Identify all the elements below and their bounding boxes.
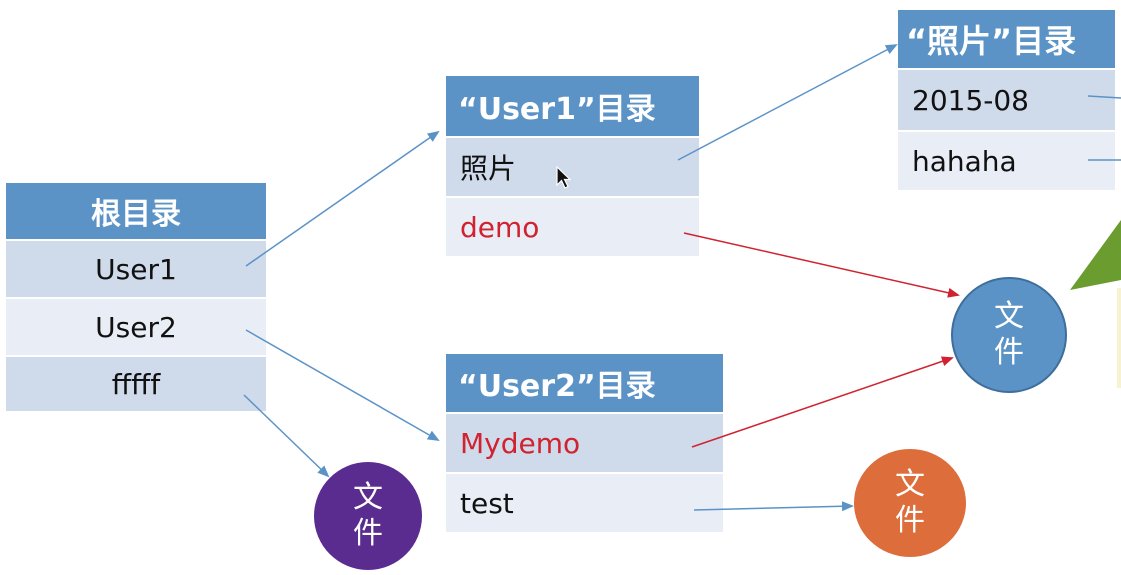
file-node-purple-char1: 文 <box>353 480 383 515</box>
root-row-fffff-label: fffff <box>111 367 161 401</box>
photos-row-2015-08-label: 2015-08 <box>912 83 1029 117</box>
root-directory-header: 根目录 <box>6 183 266 239</box>
user1-row-demo-label: demo <box>460 210 540 244</box>
arrow-test-to-file <box>693 501 854 512</box>
file-node-purple-char2: 件 <box>353 516 383 551</box>
file-node-blue: 文 件 <box>951 277 1067 393</box>
user2-directory-title: “User2”目录 <box>458 369 656 404</box>
user1-directory-table: “User1”目录 照片 demo <box>446 76 699 256</box>
user1-row-demo: demo <box>446 196 699 256</box>
file-node-orange-char1: 文 <box>895 467 925 502</box>
user2-row-test: test <box>446 472 723 532</box>
root-row-fffff: fffff <box>6 355 266 411</box>
arrow-user1-to-user1-dir <box>245 130 440 267</box>
green-triangle-shape <box>1070 220 1121 290</box>
user1-directory-header: “User1”目录 <box>446 76 699 136</box>
mouse-cursor-icon <box>556 166 572 189</box>
photos-row-hahaha-label: hahaha <box>912 144 1017 178</box>
arrow-fffff-to-file <box>243 394 330 478</box>
file-node-blue-char1: 文 <box>994 299 1024 334</box>
file-node-purple: 文 件 <box>314 462 422 570</box>
file-node-orange-char2: 件 <box>895 503 925 538</box>
user1-directory-title: “User1”目录 <box>458 92 656 127</box>
arrow-2015-08-offscreen <box>1087 95 1121 99</box>
user2-row-test-label: test <box>460 486 514 520</box>
arrow-demo-to-file <box>683 232 960 298</box>
arrow-mydemo-to-file <box>691 356 954 448</box>
file-node-orange: 文 件 <box>854 449 966 557</box>
yellow-shape-edge <box>1117 288 1121 388</box>
photos-row-2015-08: 2015-08 <box>898 68 1115 130</box>
user1-row-photos-label: 照片 <box>460 152 517 185</box>
arrow-user2-to-user2-dir <box>245 329 440 441</box>
root-row-user1: User1 <box>6 239 266 297</box>
photos-directory-table: “照片”目录 2015-08 hahaha <box>898 10 1115 190</box>
root-directory-table: 根目录 User1 User2 fffff <box>6 183 266 411</box>
user2-directory-table: “User2”目录 Mydemo test <box>446 354 723 532</box>
arrow-photos-to-photos-dir <box>677 44 898 161</box>
user2-row-mydemo: Mydemo <box>446 412 723 472</box>
root-row-user1-label: User1 <box>95 252 177 286</box>
photos-row-hahaha: hahaha <box>898 130 1115 190</box>
file-node-blue-char2: 件 <box>994 335 1024 370</box>
root-row-user2-label: User2 <box>95 310 177 344</box>
root-row-user2: User2 <box>6 297 266 355</box>
photos-directory-title: “照片”目录 <box>906 22 1077 60</box>
user1-row-photos: 照片 <box>446 136 699 196</box>
user2-directory-header: “User2”目录 <box>446 354 723 412</box>
root-directory-title: 根目录 <box>91 197 181 232</box>
user2-row-mydemo-label: Mydemo <box>460 426 581 460</box>
photos-directory-header: “照片”目录 <box>898 10 1115 68</box>
